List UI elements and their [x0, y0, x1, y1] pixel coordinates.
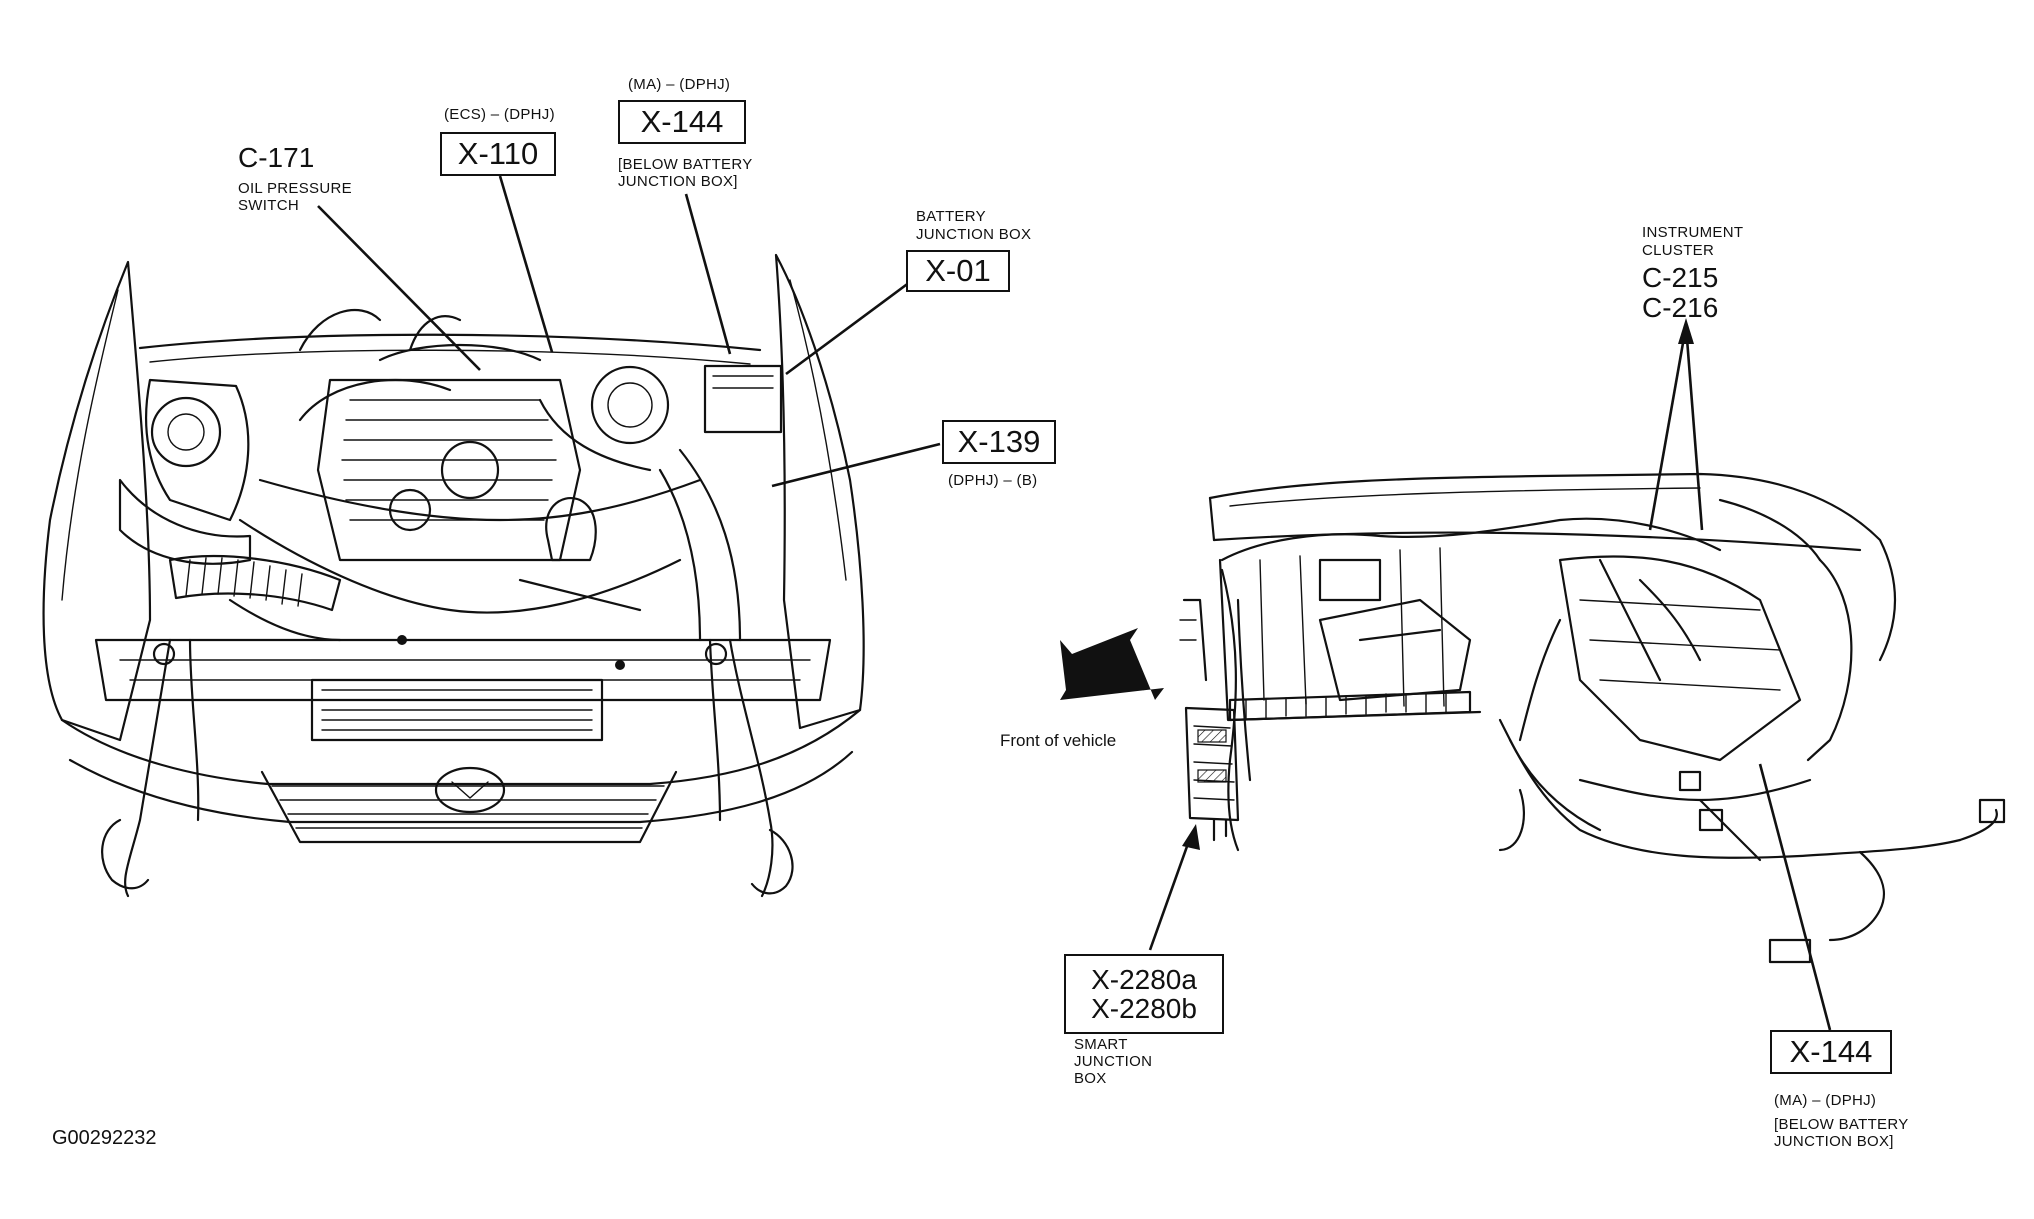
x144-bottom-tag: (MA) – (DPHJ): [1774, 1092, 1877, 1109]
c171-description-line1: OIL PRESSURE: [238, 180, 352, 197]
engine-bay-drawing: [42, 253, 865, 898]
x2280-description-line3: BOX: [1074, 1070, 1107, 1087]
x144-top-code: X-144: [640, 103, 724, 139]
x144-top-note-line1: [BELOW BATTERY: [618, 156, 753, 173]
instrument-cluster-line2: CLUSTER: [1642, 242, 1715, 259]
x01-box: X-01: [906, 250, 1010, 292]
x2280a-code: X-2280a: [1091, 963, 1197, 995]
x144-bottom-code: X-144: [1789, 1033, 1873, 1069]
x01-description-line1: BATTERY: [916, 208, 986, 225]
instrument-cluster-code1: C-215: [1642, 262, 1719, 293]
x144-top-box: X-144: [618, 100, 746, 144]
instrument-cluster-line1: INSTRUMENT: [1642, 224, 1744, 241]
front-of-vehicle-label: Front of vehicle: [1000, 731, 1117, 750]
x2280-description-line2: JUNCTION: [1074, 1053, 1153, 1070]
x144-top-note-line2: JUNCTION BOX]: [618, 173, 738, 190]
x139-tag: (DPHJ) – (B): [948, 472, 1038, 489]
dashboard-drawing: [1179, 472, 2006, 964]
x110-box: X-110: [440, 132, 556, 176]
leader-lines: [317, 175, 1832, 1031]
x01-description-line2: JUNCTION BOX: [916, 226, 1032, 243]
x110-tag: (ECS) – (DPHJ): [444, 106, 555, 123]
front-direction-arrow: [1060, 628, 1164, 700]
x139-box: X-139: [942, 420, 1056, 464]
x110-code: X-110: [457, 135, 539, 171]
x144-top-tag: (MA) – (DPHJ): [628, 76, 731, 93]
x01-code: X-01: [925, 252, 991, 288]
c171-code: C-171: [238, 142, 315, 173]
diagram-id: G00292232: [52, 1127, 157, 1149]
c171-description-line2: SWITCH: [238, 197, 299, 214]
x144-bottom-note-line2: JUNCTION BOX]: [1774, 1133, 1894, 1150]
x2280-description-line1: SMART: [1074, 1036, 1128, 1053]
instrument-cluster-code2: C-216: [1642, 292, 1719, 323]
x144-bottom-note-line1: [BELOW BATTERY: [1774, 1116, 1909, 1133]
x2280b-code: X-2280b: [1091, 993, 1197, 1024]
x144-bottom-box: X-144: [1770, 1030, 1892, 1074]
x139-code: X-139: [957, 423, 1041, 459]
x2280-box: X-2280a X-2280b: [1064, 954, 1224, 1034]
